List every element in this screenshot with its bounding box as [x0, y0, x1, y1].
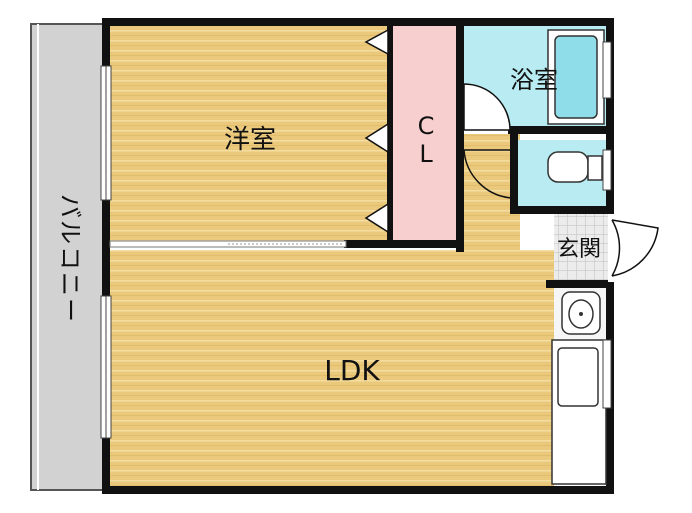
toilet-window: [602, 149, 612, 191]
closet-label-l: L: [419, 140, 433, 168]
kitchen-sink: [551, 339, 607, 485]
bath-door: [463, 83, 511, 131]
svg-text:バ: バ: [56, 194, 84, 218]
toilet-door: [463, 149, 513, 199]
balcony-label: バ ル コ ニ ー: [56, 194, 84, 322]
svg-text:ル: ル: [56, 220, 84, 244]
entrance-door[interactable]: [611, 219, 659, 277]
ldk-floor: [108, 250, 554, 486]
balcony-window-upper: [100, 65, 112, 201]
closet-label-c: C: [418, 112, 435, 140]
closet-doors: [364, 28, 389, 234]
wash-basin: [561, 291, 601, 335]
bathtub: [547, 29, 605, 125]
svg-text:コ: コ: [56, 246, 84, 270]
balcony-window-lower: [100, 295, 112, 439]
balcony: [30, 23, 104, 491]
toilet: [547, 151, 603, 183]
entrance-label: 玄関: [557, 237, 601, 262]
kitchen-window: [602, 339, 612, 409]
closet-area: [390, 26, 458, 244]
bathroom-label: 浴室: [510, 66, 558, 94]
western-room-floor: [108, 26, 390, 244]
ldk-label: LDK: [324, 354, 380, 387]
sliding-door[interactable]: [109, 240, 347, 248]
entrance-tile: [554, 214, 608, 282]
svg-text:ー: ー: [56, 298, 84, 322]
bath-window: [602, 41, 612, 99]
svg-text:ニ: ニ: [56, 272, 84, 296]
western-room-label: 洋室: [224, 125, 276, 155]
